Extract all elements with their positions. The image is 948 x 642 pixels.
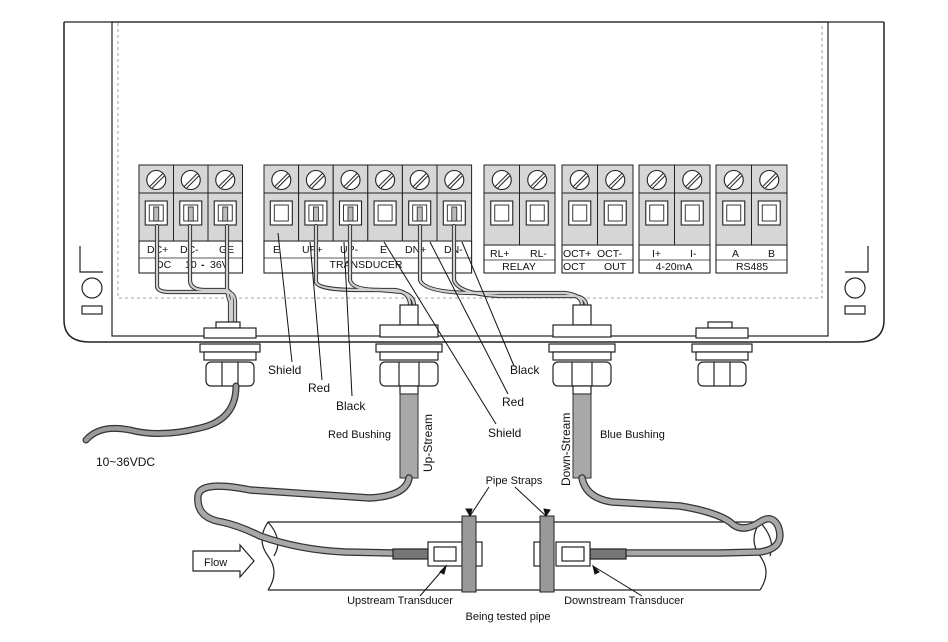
flow-arrow: Flow xyxy=(192,543,255,579)
label-oct-plus: OCT+ xyxy=(563,248,591,260)
upstream-transducer-label: Upstream Transducer xyxy=(347,595,453,607)
terminal-blocks xyxy=(138,164,788,274)
mounting-hole-right xyxy=(844,246,869,315)
label-relay: RELAY xyxy=(502,261,536,273)
leader-lines xyxy=(277,232,643,597)
down-stream-label: Down-Stream xyxy=(559,413,573,486)
terminal-screw xyxy=(674,164,711,246)
downstream-transducer-label: Downstream Transducer xyxy=(564,595,684,607)
terminal-group-transducer xyxy=(263,164,473,274)
terminal-screw xyxy=(207,164,243,242)
label-oct-minus: OCT- xyxy=(597,248,623,260)
mounting-hole-left xyxy=(79,246,103,315)
terminal-screw xyxy=(483,164,520,246)
wire-label-shield-right: Shield xyxy=(488,426,521,440)
pipe-strap-right xyxy=(539,515,555,593)
enclosure xyxy=(63,21,885,343)
label-rl-minus: RL- xyxy=(530,248,547,260)
terminal-screw xyxy=(436,164,473,242)
pipe-strap-left xyxy=(461,515,477,593)
cable-gland-power xyxy=(199,321,261,387)
label-dc-dash: - xyxy=(201,259,205,271)
label-out: OUT xyxy=(604,261,627,273)
terminal-group-current xyxy=(638,164,711,274)
terminal-screw xyxy=(638,164,675,246)
wire-label-black-right: Black xyxy=(510,363,540,377)
label-rs485: RS485 xyxy=(736,261,768,273)
label-dc-36v: 36V xyxy=(210,259,229,271)
label-transducer: TRANSDUCER xyxy=(330,259,403,271)
internal-wires xyxy=(154,223,589,325)
cable-gland-spare xyxy=(691,321,753,387)
terminal-group-oct xyxy=(561,164,634,274)
wire-label-black-left: Black xyxy=(336,399,366,413)
terminal-screw xyxy=(367,164,403,242)
label-b: B xyxy=(768,248,775,260)
label-rl-plus: RL+ xyxy=(490,248,510,260)
terminal-label-box xyxy=(263,240,473,274)
up-stream-label: Up-Stream xyxy=(421,414,435,472)
upstream-cable-sleeve xyxy=(399,393,419,479)
wire-label-shield-left: Shield xyxy=(268,363,301,377)
terminal-screw xyxy=(263,164,300,242)
terminal-screw xyxy=(519,164,556,246)
pipe-straps-label: Pipe Straps xyxy=(486,475,543,487)
terminal-label-box xyxy=(715,244,788,274)
label-dn-plus: DN+ xyxy=(405,244,426,256)
label-dc: DC xyxy=(156,259,172,271)
flow-label: Flow xyxy=(204,557,227,569)
label-4-20ma: 4-20mA xyxy=(656,261,693,273)
power-cable xyxy=(82,382,240,444)
cable-gland-downstream xyxy=(548,304,616,395)
power-supply-label: 10~36VDC xyxy=(96,455,155,469)
terminal-screw xyxy=(332,164,369,242)
label-i-plus: I+ xyxy=(652,248,661,260)
being-tested-pipe-label: Being tested pipe xyxy=(465,611,550,623)
terminal-group-rs485 xyxy=(715,164,788,274)
pipe xyxy=(261,521,773,591)
terminal-screw xyxy=(173,164,209,242)
terminal-screw xyxy=(715,164,752,246)
label-e1: E xyxy=(273,244,280,256)
downstream-cable-sleeve xyxy=(572,393,592,479)
cable-gland-upstream xyxy=(375,304,443,395)
wire-label-red-left: Red xyxy=(308,381,330,395)
blue-bushing-label: Blue Bushing xyxy=(600,429,665,441)
label-oct: OCT xyxy=(563,261,586,273)
terminal-screw xyxy=(597,164,634,246)
label-e2: E xyxy=(380,244,387,256)
downstream-transducer xyxy=(533,541,627,567)
terminal-label-box xyxy=(483,244,556,274)
terminal-group-relay xyxy=(483,164,556,274)
red-bushing-label: Red Bushing xyxy=(328,429,391,441)
label-up-plus: UP+ xyxy=(302,244,323,256)
transducer-cables xyxy=(194,474,784,557)
terminal-screw xyxy=(751,164,788,246)
annotations: Shield Red Black Black Red Shield 10~36V… xyxy=(96,363,684,623)
label-i-minus: I- xyxy=(690,248,697,260)
terminal-label-box xyxy=(561,244,634,274)
wire-label-red-right: Red xyxy=(502,395,524,409)
terminal-screw xyxy=(561,164,598,246)
label-a: A xyxy=(732,248,739,260)
